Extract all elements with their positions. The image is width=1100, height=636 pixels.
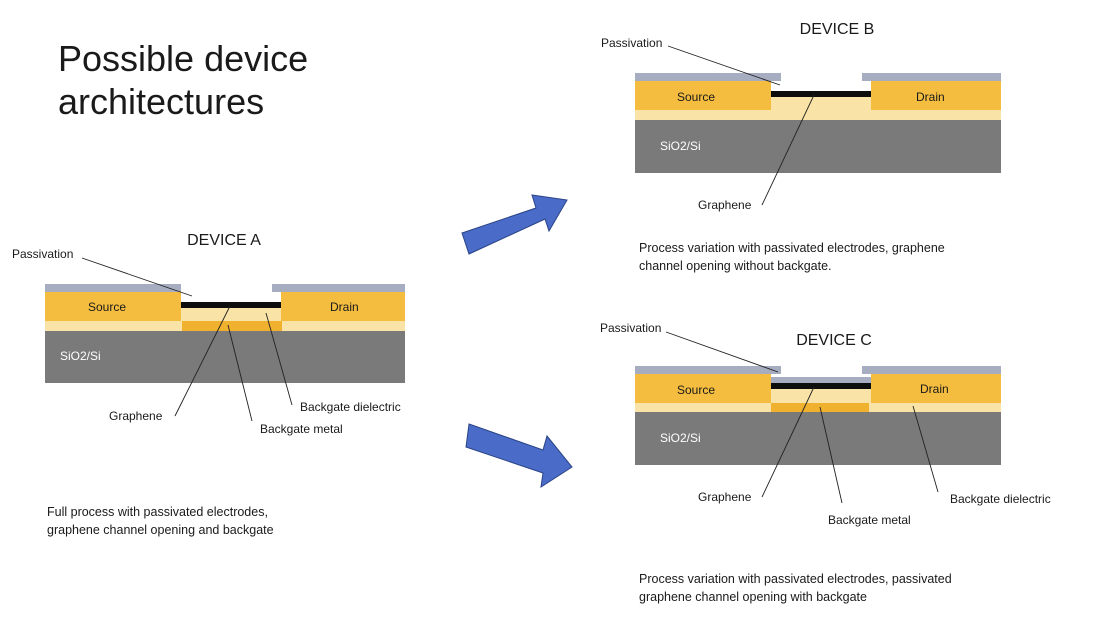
device-b: DEVICE B Source Drain SiO2/Si Passivatio… [601,21,1001,273]
arrow-to-device-c-icon [465,423,573,489]
device-a-title: DEVICE A [187,232,261,249]
device-b-passivation-left [635,73,781,81]
arrow-to-device-b-icon [461,194,568,255]
device-c-passivation-label: Passivation [600,321,661,335]
device-c-drain-label: Drain [920,382,949,396]
device-c-passivation-channel [771,377,871,383]
device-a-backgate-metal-leader [227,324,253,422]
device-c-caption-line-1: Process variation with passivated electr… [639,572,952,586]
device-c-passivation-right [862,366,1001,374]
device-a-backgate-metal [182,321,282,331]
device-c-backgate-metal-label: Backgate metal [828,513,911,527]
device-c: DEVICE C Source Drain SiO2/Si Passivatio… [600,321,1051,604]
device-a-graphene-label: Graphene [109,409,163,423]
device-b-graphene-leader [761,94,815,206]
device-c-substrate [635,412,1001,465]
device-c-source-label: Source [677,383,715,397]
device-b-passivation-label: Passivation [601,36,662,50]
device-b-graphene-label: Graphene [698,198,752,212]
device-b-passivation-leader [667,45,781,86]
device-a-drain-label: Drain [330,300,359,314]
device-b-substrate [635,120,1001,173]
device-c-passivation-leader [665,331,779,373]
device-a-passivation-leader [81,257,193,297]
device-a-graphene-leader [174,305,231,417]
device-a: DEVICE A Source Drain SiO2/Si Passivatio… [12,232,405,537]
device-a-drain-electrode [281,292,405,321]
device-c-graphene-leader [761,386,815,498]
device-a-passivation-right [272,284,405,292]
device-a-substrate-label: SiO2/Si [60,349,101,363]
device-c-passivation-left [635,366,781,374]
device-c-backgate-dielectric-label: Backgate dielectric [950,492,1051,506]
slide-title-line-2: architectures [58,81,264,122]
device-a-graphene [181,302,281,308]
device-c-graphene-label: Graphene [698,490,752,504]
device-c-title: DEVICE C [796,332,872,349]
device-b-drain-electrode [871,81,1001,110]
device-a-source-label: Source [88,300,126,314]
device-c-drain-electrode [871,374,1001,403]
device-b-source-label: Source [677,90,715,104]
device-a-backgate-dielectric-label: Backgate dielectric [300,400,401,414]
device-a-substrate [45,331,405,383]
device-c-backgate-dielectric-leader [912,405,939,493]
device-c-caption-line-2: graphene channel opening with backgate [639,590,867,604]
device-a-backgate-dielectric-leader [265,312,293,406]
device-b-raised-dielectric [763,97,879,120]
device-a-caption-line-1: Full process with passivated electrodes, [47,505,268,519]
device-b-drain-label: Drain [916,90,945,104]
device-c-substrate-label: SiO2/Si [660,431,701,445]
device-b-passivation-right [862,73,1001,81]
device-b-substrate-label: SiO2/Si [660,139,701,153]
device-b-caption-line-2: channel opening without backgate. [639,259,832,273]
device-c-graphene [771,383,871,389]
device-a-caption-line-2: graphene channel opening and backgate [47,523,274,537]
device-c-backgate-metal-leader [819,406,843,504]
device-a-source-electrode [45,292,181,321]
device-c-source-electrode [635,374,771,403]
device-b-title: DEVICE B [800,21,875,38]
device-b-caption-line-1: Process variation with passivated electr… [639,241,945,255]
slide-title-line-1: Possible device [58,38,308,79]
device-b-source-electrode [635,81,771,110]
device-a-passivation-label: Passivation [12,247,73,261]
device-a-backgate-metal-label: Backgate metal [260,422,343,436]
device-b-graphene [771,91,871,97]
device-a-passivation-left [45,284,181,292]
